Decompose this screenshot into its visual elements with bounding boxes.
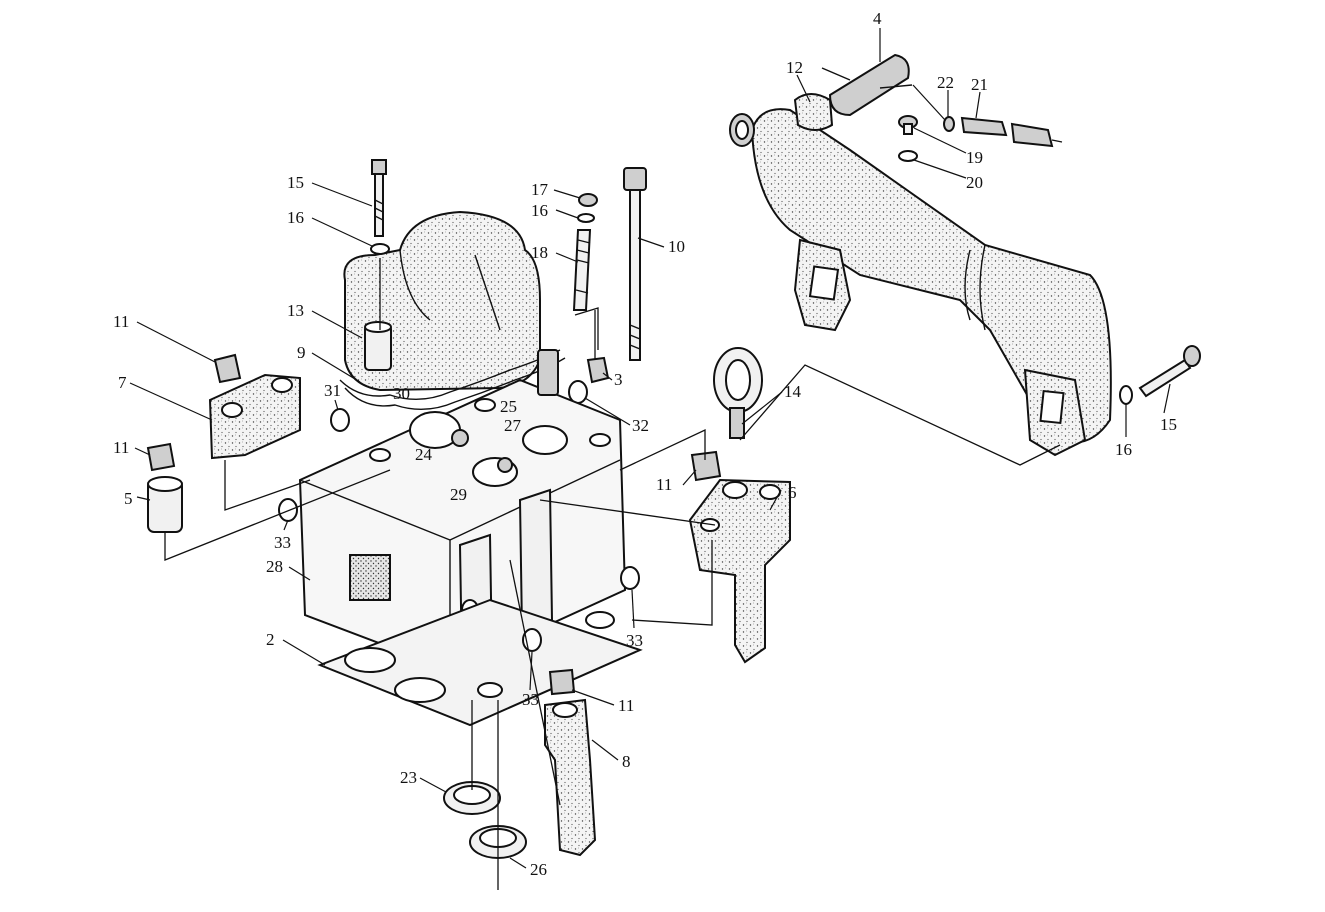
support-bracket-part-6 (688, 478, 791, 664)
callout-16-mid: 16 (531, 201, 548, 220)
head-gasket-part-2 (317, 598, 643, 727)
callout-13: 13 (287, 301, 304, 320)
lifting-eye-part-14 (713, 347, 763, 439)
bolt-part-22 (943, 116, 955, 132)
callout-23: 23 (400, 768, 417, 787)
callout-11-bottom: 11 (618, 696, 634, 715)
callout-15-right: 15 (1160, 415, 1177, 434)
support-bracket-part-7 (208, 373, 301, 460)
spacer-part-5 (147, 476, 183, 533)
callout-12: 12 (786, 58, 803, 77)
callout-31: 31 (324, 381, 341, 400)
support-bracket-part-8 (544, 698, 597, 857)
callout-22: 22 (937, 73, 954, 92)
washer-part-20 (898, 150, 918, 162)
nut-part-11-top-left (213, 353, 242, 384)
washer-part-16-right (1119, 385, 1133, 405)
bolt-part-19 (898, 115, 918, 135)
callout-8: 8 (622, 752, 631, 771)
stud-part-18 (572, 229, 592, 311)
nut-part-11-right (690, 450, 722, 482)
callout-9: 9 (297, 343, 306, 362)
assembly-lines (164, 258, 1061, 890)
callout-19: 19 (966, 148, 983, 167)
callout-4: 4 (873, 9, 882, 28)
leader-lines (129, 28, 1171, 869)
callout-29: 29 (450, 485, 467, 504)
plug-part-4 (821, 53, 913, 117)
callout-32: 32 (632, 416, 649, 435)
ring-part-31 (330, 408, 350, 432)
gasket-part-9 (339, 349, 566, 410)
ring-part-33-right (620, 566, 640, 590)
callout-6: 6 (788, 483, 797, 502)
nut-part-11-mid-left (146, 442, 176, 472)
bolt-part-10 (623, 167, 647, 361)
bolt-part-15-right (1138, 345, 1201, 398)
callout-30: 30 (393, 384, 410, 403)
sleeve-part-21 (960, 116, 1063, 148)
callout-11-top-left: 11 (113, 312, 129, 331)
callout-7: 7 (118, 373, 127, 392)
callout-25: 25 (500, 397, 517, 416)
callout-18: 18 (531, 243, 548, 262)
washer-part-16-left (370, 243, 390, 255)
callout-14: 14 (784, 382, 802, 401)
callout-27: 27 (504, 416, 522, 435)
ring-part-33-left (278, 498, 298, 522)
callout-5: 5 (124, 489, 133, 508)
callout-11-right: 11 (656, 475, 672, 494)
callout-21: 21 (971, 75, 988, 94)
exhaust-manifold (729, 93, 1112, 457)
callout-24: 24 (415, 445, 433, 464)
nut-part-17 (578, 193, 598, 207)
callout-16-top: 16 (287, 208, 304, 227)
valve-cover-part-13 (343, 210, 541, 392)
callout-10: 10 (668, 237, 685, 256)
seal-part-23 (443, 781, 501, 815)
nut-part-11-bottom (548, 668, 576, 696)
callout-16-right: 16 (1115, 440, 1132, 459)
callout-33-left: 33 (274, 533, 291, 552)
callout-28: 28 (266, 557, 283, 576)
sleeve-part-25 (537, 349, 559, 396)
washer-part-16-mid (577, 213, 595, 223)
callout-3: 3 (614, 370, 623, 389)
callout-labels: 4 12 22 21 19 20 15 16 17 16 18 10 11 13… (113, 9, 1177, 879)
callout-20: 20 (966, 173, 983, 192)
callout-11-mid-left: 11 (113, 438, 129, 457)
callout-26: 26 (530, 860, 547, 879)
callout-15-top: 15 (287, 173, 304, 192)
callout-17: 17 (531, 180, 549, 199)
bolt-part-15-left (371, 159, 387, 237)
callout-2: 2 (266, 630, 275, 649)
callout-33-bottom: 33 (522, 690, 539, 709)
callout-33-right: 33 (626, 631, 643, 650)
nut-part-3 (586, 356, 610, 384)
